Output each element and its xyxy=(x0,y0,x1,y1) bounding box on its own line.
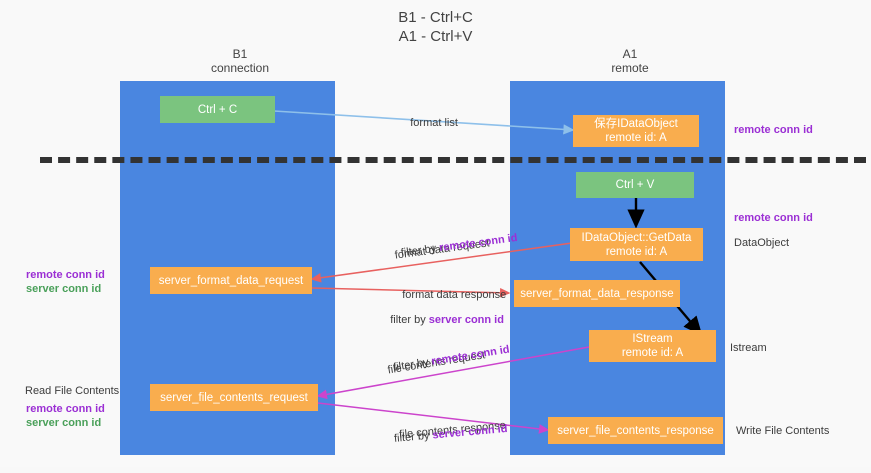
node-ctrl-c[interactable]: Ctrl + C xyxy=(160,96,275,123)
edge-label-format-list-text: format list xyxy=(410,117,458,129)
node-ctrl-c-label: Ctrl + C xyxy=(197,103,238,116)
node-server-format-data-request[interactable]: server_format_data_request xyxy=(150,267,312,294)
annotation-istream: Istream xyxy=(730,342,767,354)
annotation-read-file-contents: Read File Contents xyxy=(25,385,120,397)
filter-prefix: filter by xyxy=(392,355,433,374)
node-server-file-contents-response[interactable]: server_file_contents_response xyxy=(548,417,723,444)
phase-divider xyxy=(40,157,866,163)
edge-label-format-data-response-text: format data response xyxy=(402,289,507,301)
node-ctrl-v[interactable]: Ctrl + V xyxy=(576,172,694,198)
filter-key-remote-conn-id: remote conn id xyxy=(430,343,511,368)
annotation-write-file-contents: Write File Contents xyxy=(736,425,830,437)
node-istream[interactable]: IStream remote id: A xyxy=(589,330,716,362)
node-server-format-data-response[interactable]: server_format_data_response xyxy=(514,280,680,307)
node-save-idataobject-sub: remote id: A xyxy=(605,132,667,144)
edge-label-format-data-response: format data response xyxy=(390,273,506,318)
filter-prefix: filter by xyxy=(393,429,433,445)
node-idataobject-getdata-sub: remote id: A xyxy=(605,245,668,258)
filter-key-server-conn-id: server conn id xyxy=(431,422,508,442)
annotation-remote-conn-id-top: remote conn id xyxy=(734,124,813,136)
node-server-format-data-request-label: server_format_data_request xyxy=(158,274,304,287)
column-header-a1: A1 remote xyxy=(611,47,649,75)
annotation-left-server-conn-id: server conn id xyxy=(26,283,102,295)
edge-label-format-data-response-filter: filter by server conn id xyxy=(378,298,504,343)
node-istream-label: IStream xyxy=(632,333,673,345)
diagram-title: B1 - Ctrl+C A1 - Ctrl+V xyxy=(398,9,473,45)
annotation-remote-conn-id-mid: remote conn id xyxy=(734,212,813,224)
node-server-file-contents-request-label: server_file_contents_request xyxy=(160,391,308,404)
node-server-file-contents-request[interactable]: server_file_contents_request xyxy=(150,384,318,411)
node-server-file-contents-response-label: server_file_contents_response xyxy=(557,424,714,437)
annotation-left-remote-conn-id-2: remote conn id xyxy=(26,403,105,415)
edge-label-format-list: format list xyxy=(398,101,458,146)
node-idataobject-getdata-label: IDataObject::GetData xyxy=(581,231,692,244)
annotation-left-remote-conn-id: remote conn id xyxy=(26,269,105,281)
node-server-format-data-response-label: server_format_data_response xyxy=(520,287,674,300)
column-header-b1: B1 connection xyxy=(210,47,270,75)
node-save-idataobject[interactable]: 保存IDataObject remote id: A xyxy=(573,115,699,147)
node-ctrl-v-label: Ctrl + V xyxy=(615,179,655,191)
filter-prefix: filter by xyxy=(390,314,429,326)
annotation-left-server-conn-id-2: server conn id xyxy=(26,417,102,429)
node-save-idataobject-label: 保存IDataObject xyxy=(594,118,678,130)
node-istream-sub: remote id: A xyxy=(621,347,684,359)
filter-prefix: filter by xyxy=(400,242,440,260)
annotation-dataobject: DataObject xyxy=(734,237,790,249)
filter-key-remote-conn-id: remote conn id xyxy=(438,231,519,255)
filter-key-server-conn-id: server conn id xyxy=(428,314,504,326)
node-idataobject-getdata[interactable]: IDataObject::GetData remote id: A xyxy=(570,228,703,261)
